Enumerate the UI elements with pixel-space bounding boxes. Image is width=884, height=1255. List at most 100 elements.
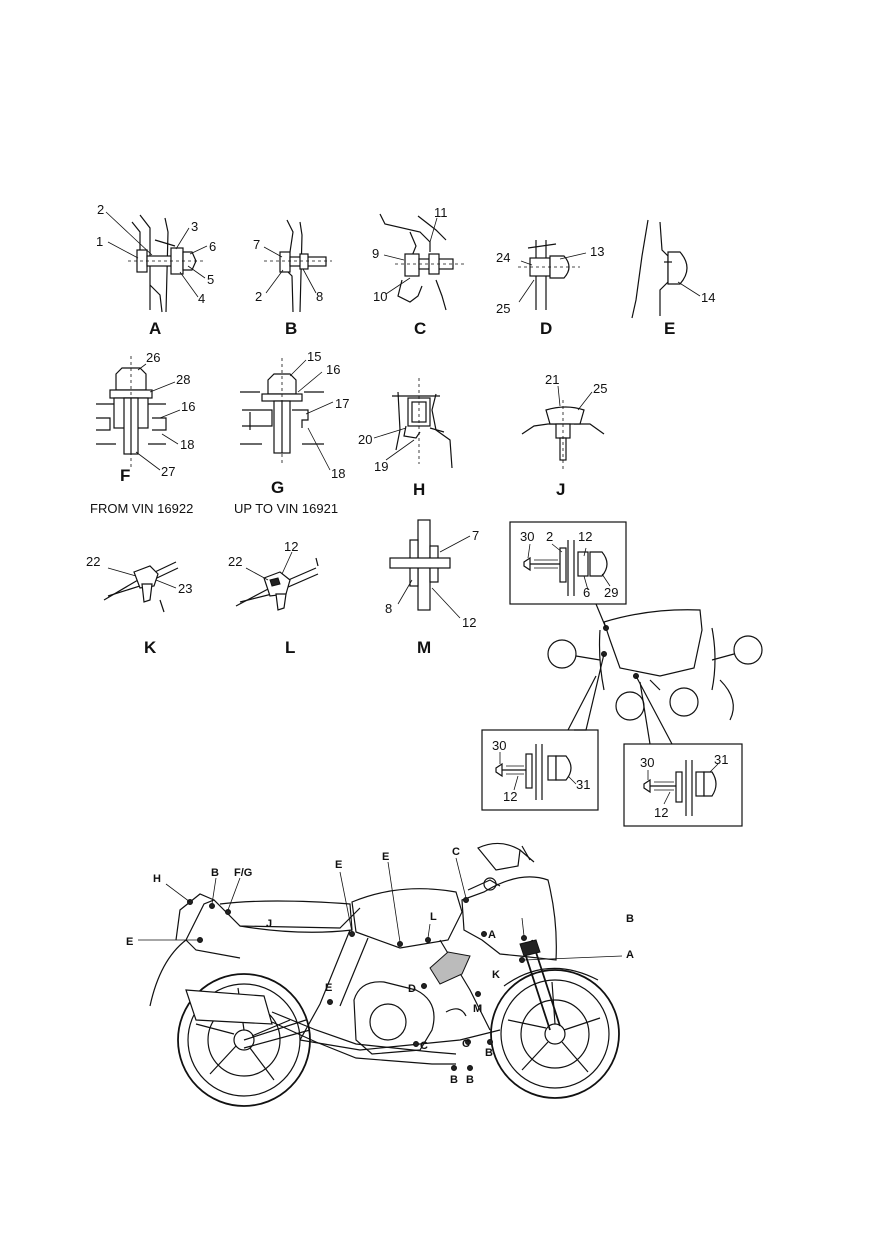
callout: 17 — [335, 396, 349, 411]
detail-box-left — [481, 729, 599, 811]
location-label: B — [450, 1074, 458, 1086]
location-label: B — [466, 1074, 474, 1086]
callout: 9 — [372, 246, 379, 261]
vin-caption: UP TO VIN 16921 — [234, 501, 338, 516]
callout: 13 — [590, 244, 604, 259]
detail-j: 21 25 J — [521, 372, 607, 499]
callout: 2 — [97, 202, 104, 217]
callout: 6 — [209, 239, 216, 254]
detail-l: 22 12 L — [228, 539, 319, 657]
detail-letter: H — [413, 480, 425, 499]
callout: 16 — [181, 399, 195, 414]
callout: 3 — [191, 219, 198, 234]
location-label: K — [492, 969, 500, 981]
front-wheel — [490, 969, 620, 1099]
detail-m: 7 8 12 M — [385, 519, 479, 657]
location-label: B — [626, 913, 634, 925]
detail-letter: J — [556, 480, 565, 499]
callout: 7 — [472, 528, 479, 543]
location-label: B — [485, 1047, 493, 1059]
detail-letter: E — [664, 319, 675, 338]
detail-letter: M — [417, 638, 431, 657]
location-label: M — [473, 1003, 482, 1015]
callout: 8 — [316, 289, 323, 304]
callout: 11 — [434, 205, 448, 220]
callout: 1 — [96, 234, 103, 249]
detail-letter: B — [285, 319, 297, 338]
callout: 23 — [178, 581, 192, 596]
callout: 30 — [640, 755, 654, 770]
callout: 2 — [255, 289, 262, 304]
detail-letter: C — [414, 319, 426, 338]
detail-c: 11 9 10 C — [372, 205, 465, 338]
callout: 24 — [496, 250, 510, 265]
detail-box-right — [623, 743, 743, 827]
callout: 7 — [253, 237, 260, 252]
callout: 2 — [546, 529, 553, 544]
callout: 15 — [307, 349, 321, 364]
callout: 8 — [385, 601, 392, 616]
windscreen-mount-detail: 30 2 12 6 29 30 12 — [481, 521, 763, 827]
location-label: C — [462, 1038, 470, 1050]
detail-k: 22 23 K — [86, 554, 192, 657]
callout: 27 — [161, 464, 175, 479]
location-label: J — [266, 918, 272, 930]
callout: 12 — [284, 539, 298, 554]
callout: 6 — [583, 585, 590, 600]
mirror-left — [547, 639, 577, 669]
detail-d: 24 13 25 D — [496, 240, 604, 338]
detail-letter: G — [271, 478, 284, 497]
mirror-right — [733, 635, 763, 665]
location-label: E — [126, 936, 133, 948]
location-label: E — [325, 982, 332, 994]
fuel-tank — [351, 888, 463, 949]
location-label: H — [153, 873, 161, 885]
detail-e: 14 E — [631, 219, 715, 338]
detail-f: 26 28 16 18 27 F FROM VIN 16922 — [90, 350, 195, 516]
callout: 16 — [326, 362, 340, 377]
callout: 12 — [654, 805, 668, 820]
location-label: F/G — [234, 867, 252, 879]
callout: 12 — [578, 529, 592, 544]
vin-caption: FROM VIN 16922 — [90, 501, 193, 516]
callout: 31 — [576, 777, 590, 792]
detail-letter: A — [149, 319, 161, 338]
location-label: D — [408, 983, 416, 995]
location-label: C — [420, 1040, 428, 1052]
detail-a: 1 2 3 6 5 4 A — [96, 202, 216, 338]
detail-b: 7 2 8 B — [253, 219, 332, 338]
callout: 12 — [503, 789, 517, 804]
exhaust-silencer — [185, 989, 273, 1025]
location-label: E — [335, 859, 342, 871]
callout: 31 — [714, 752, 728, 767]
rear-wheel — [177, 973, 311, 1107]
callout: 20 — [358, 432, 372, 447]
detail-box-top — [509, 521, 627, 605]
windscreen — [603, 609, 703, 677]
callout: 21 — [545, 372, 559, 387]
callout: 12 — [462, 615, 476, 630]
motorcycle-side-view: H B F/G E E C B E J L A A K E D M C C B … — [126, 842, 634, 1107]
location-label: L — [430, 911, 437, 923]
callout: 22 — [86, 554, 100, 569]
location-label: C — [452, 846, 460, 858]
detail-h: 20 19 H — [358, 378, 453, 499]
callout: 22 — [228, 554, 242, 569]
detail-g: 15 16 17 18 G UP TO VIN 16921 — [234, 349, 349, 516]
engine — [353, 981, 435, 1055]
callout: 18 — [180, 437, 194, 452]
callout: 18 — [331, 466, 345, 481]
detail-letter: K — [144, 638, 157, 657]
callout: 28 — [176, 372, 190, 387]
callout: 25 — [496, 301, 510, 316]
callout: 29 — [604, 585, 618, 600]
location-label: A — [488, 929, 496, 941]
callout: 26 — [146, 350, 160, 365]
callout: 4 — [198, 291, 205, 306]
callout: 10 — [373, 289, 387, 304]
callout: 30 — [520, 529, 534, 544]
detail-letter: L — [285, 638, 295, 657]
location-label: E — [382, 851, 389, 863]
callout: 25 — [593, 381, 607, 396]
